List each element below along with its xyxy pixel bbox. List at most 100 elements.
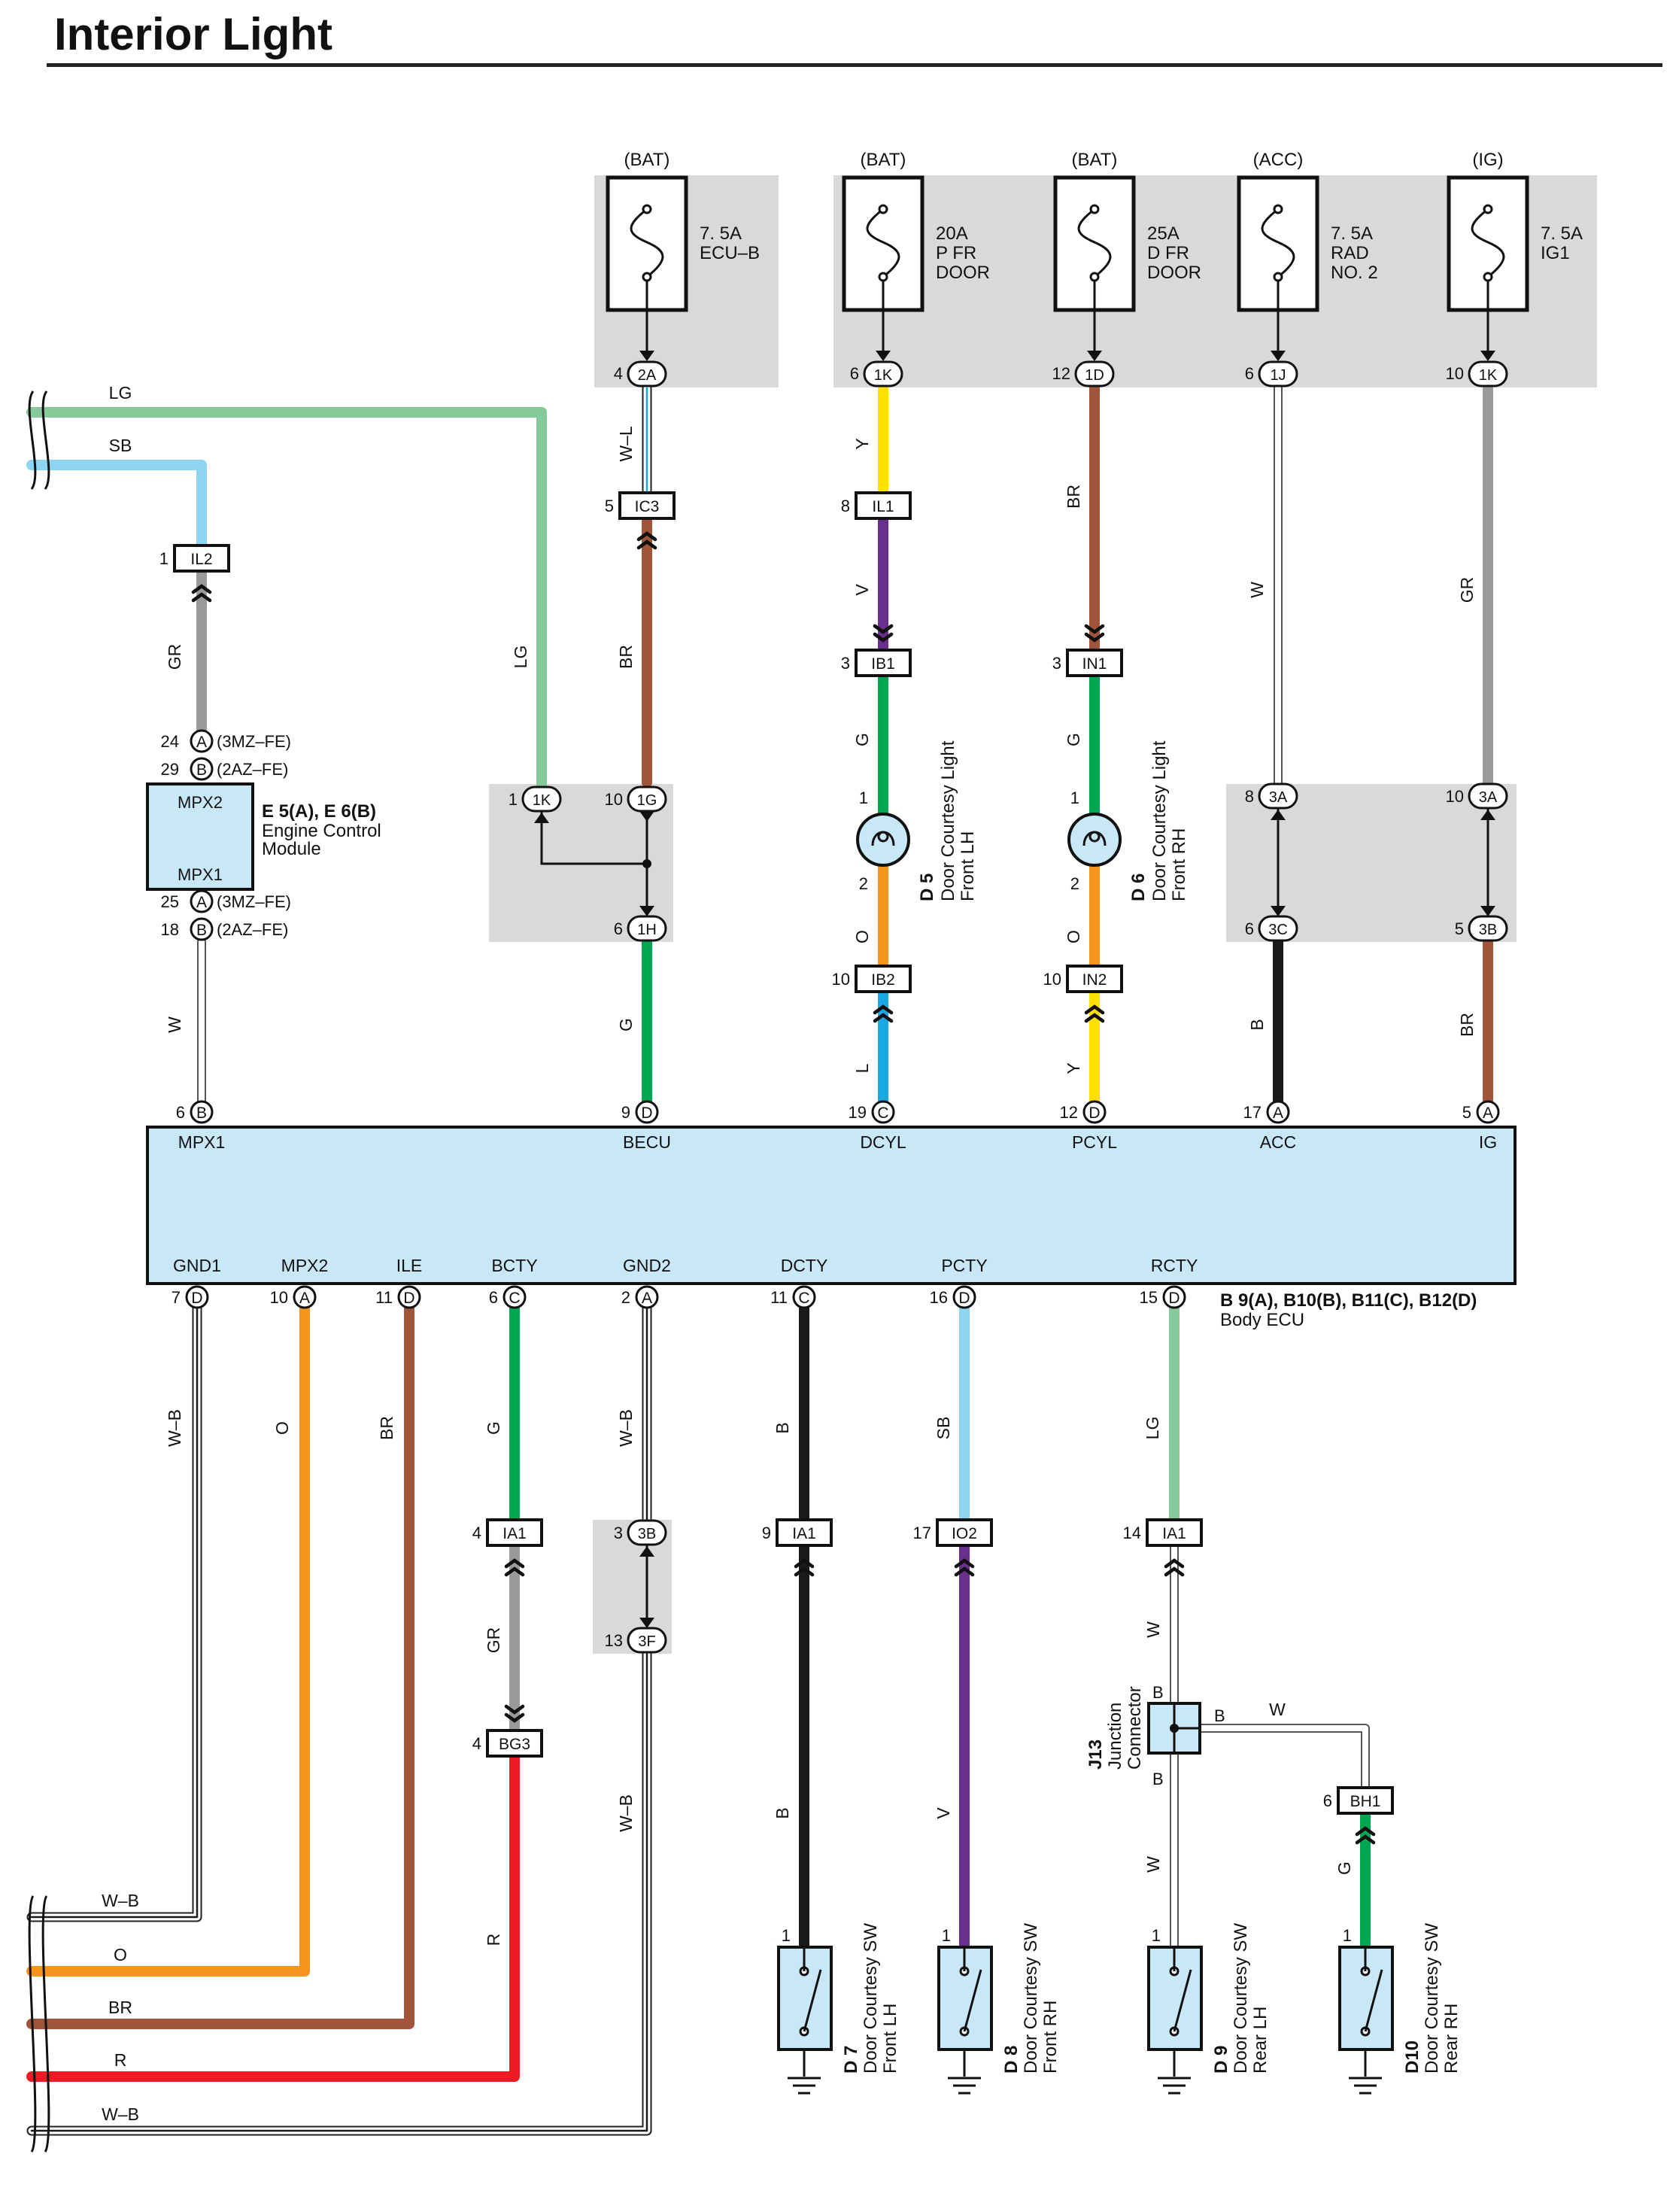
pin-number: 12 [1060,1103,1078,1122]
wire-color-label: G [852,733,872,746]
supply-label: (IG) [1472,150,1503,170]
wire-color-label: O [114,1945,127,1964]
chevron-stroke [1084,632,1105,643]
fuse-terminal [1483,204,1493,214]
wire-color-label: W [1269,1700,1286,1719]
light-ref: D 5 [917,874,937,901]
pin-number: 15 [1140,1288,1158,1307]
connector-il2-mating [191,584,212,603]
pin-number: 10 [832,970,850,989]
wires-layer [26,383,1493,2136]
wire-color-label: W–B [165,1409,184,1447]
body-ecu-terminal-label: IG [1479,1132,1497,1152]
ground-bars [788,2077,821,2095]
body-ecu-terminal-label: ILE [396,1256,423,1275]
fuse-terminal [878,204,888,214]
wire-color-label: BR [1457,1013,1477,1037]
fuse-arrow [876,351,891,361]
ecm-engine-note: (2AZ–FE) [217,760,288,779]
j13-pin: B [1152,1683,1164,1702]
pin-number: 25 [161,892,179,911]
pin-number: 6 [1323,1791,1332,1810]
chevron-stroke [1084,1013,1105,1023]
fuse-terminal [1089,204,1100,214]
pin-number: 4 [472,1734,481,1753]
connector-bh1-mating [1355,1826,1376,1845]
light-label: Front RH [1169,828,1189,901]
pin-number: 14 [1123,1524,1141,1542]
switch-label: Door Courtesy SW [1422,1923,1442,2074]
internal-arrow-1k [534,813,549,823]
wire-color-label: SB [109,436,132,455]
ecm-pin-circle [190,889,214,913]
ecm-box [146,782,254,891]
fuse-terminal [642,272,652,282]
connector-id: 3A [1269,789,1288,806]
connector-ia1-dcty-mating [794,1558,815,1577]
chevron-stroke [794,1558,815,1569]
connector-id: IC3 [635,498,660,515]
pin-letter: B [196,761,207,779]
chevron-stroke [954,1566,975,1577]
fuse-terminal [1483,272,1493,282]
chevron-stroke [954,1558,975,1569]
connector-ia1-dcty [776,1518,833,1547]
ecm-engine-note: (3MZ–FE) [217,732,291,751]
components-layer [28,175,1529,2153]
wire-color-label: BR [108,1998,132,2017]
light-label: Door Courtesy Light [1149,740,1170,901]
connector-id: 3A [1479,789,1498,806]
switch-pin-number: 1 [1152,1926,1161,1945]
switch-pin-number: 1 [1343,1926,1352,1945]
wire-fill [26,460,207,564]
fuse-rating-label: D FR [1147,243,1189,263]
ground-bars [948,2077,981,2095]
pin-number: 3 [1052,654,1061,673]
connector-id: 1K [874,367,893,384]
wire-color-label: B [773,1422,792,1433]
break-line [28,1895,37,2153]
splice-dot [642,859,651,868]
chevron-stroke [1355,1826,1376,1837]
internal-line-1k [540,811,647,865]
fuse-icon [1261,208,1295,310]
pin-letter: B [196,922,207,939]
pin-number: 19 [849,1103,867,1122]
wire-br-ile [26,1290,414,2029]
ecm-terminal-mpx1: MPX1 [178,865,223,884]
ecm-ref: E 5(A), E 6(B) [262,801,376,822]
pin-number: 18 [161,920,179,939]
wire-fill [28,1292,201,1921]
body-ecu-terminal-label: BECU [623,1132,671,1152]
pin-number: 1 [509,790,518,809]
chevron-stroke [873,632,894,643]
pin-number: 10 [605,790,623,809]
wire-wb-gnd1 [26,1290,202,1922]
pin-letter: A [299,1290,310,1307]
connector-id: IA1 [1162,1525,1186,1542]
wire-color-label: G [484,1421,503,1435]
pin-number: 4 [472,1524,481,1542]
fuse-rating-label: 7. 5A [1331,223,1373,244]
connector-io2 [936,1518,993,1547]
body-ecu-ref: B 9(A), B10(B), B11(C), B12(D) [1220,1290,1477,1311]
wire-color-label: Y [1064,1062,1083,1074]
ground-icon [1158,2077,1191,2095]
body-ecu-terminal-label: GND2 [623,1256,671,1275]
internal-arrow-up [1480,810,1495,820]
chevron-stroke [1164,1558,1185,1569]
fuse-arrow [1271,351,1286,361]
connector-ic3-mating [636,531,657,550]
pin-letter: A [1483,1104,1493,1122]
pin-letter: D [958,1290,970,1307]
wire-color-label: G [1334,1861,1354,1875]
connector-id: 1H [637,922,657,938]
pin-letter: D [403,1290,414,1307]
connector-id: 3B [638,1526,656,1542]
connector-id: IB2 [871,971,895,989]
pin-letter: D [1088,1104,1100,1122]
pin-letter: A [642,1290,652,1307]
body-ecu-pin-mpx1 [190,1100,214,1124]
fuse-rating-label: RAD [1331,243,1369,263]
break-line [41,1895,50,2153]
